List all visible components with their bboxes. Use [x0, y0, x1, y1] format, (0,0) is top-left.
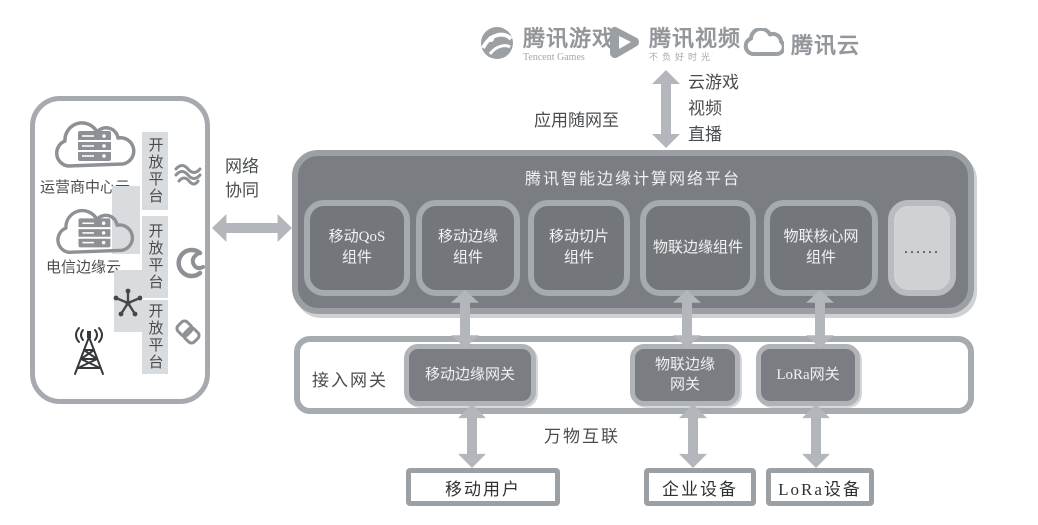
operator-central-cloud-label: 运营商中心云 [40, 180, 131, 196]
tencent-games-logo: 腾讯游戏 Tencent Games [478, 24, 615, 67]
network-hub-icon [111, 286, 145, 325]
component-iot-edge: 物联边缘组件 [640, 200, 756, 296]
cloud-services-list: 云游戏 视频 直播 [688, 70, 739, 148]
tencent-cloud-icon [742, 26, 786, 63]
network-collaboration-label: 网络 协同 [225, 157, 259, 200]
gateway-iot-edge: 物联边缘 网关 [630, 344, 740, 406]
access-gateway-label: 接入网关 [312, 371, 388, 390]
open-platform-strip: 开放平台 [142, 300, 168, 374]
china-mobile-icon [172, 158, 204, 195]
arrow-mobile-users-icon [458, 404, 486, 468]
component-mobile-edge: 移动边缘 组件 [416, 200, 520, 296]
telecom-edge-cloud-label: 电信边缘云 [46, 260, 122, 276]
access-gateway-bar: 接入网关 移动边缘网关 物联边缘 网关 LoRa网关 [294, 336, 974, 414]
gateway-lora: LoRa网关 [756, 344, 860, 406]
arrow-iot-edge-link-icon [673, 290, 701, 348]
arrow-lora-devices-icon [802, 404, 830, 468]
iot-everything-label: 万物互联 [544, 427, 620, 446]
device-enterprise: 企业设备 [644, 468, 756, 506]
logo-title: 腾讯云 [791, 32, 861, 58]
device-mobile-users: 移动用户 [406, 468, 560, 506]
device-lora: LoRa设备 [766, 468, 874, 506]
service-item: 视频 [688, 99, 722, 118]
arrow-carrier-platform-icon [212, 214, 292, 242]
component-more: ...... [888, 200, 956, 296]
cloud-server-icon [48, 202, 138, 265]
radio-tower-icon [66, 326, 112, 381]
tencent-video-logo: 腾讯视频 不负好时光 [606, 24, 741, 65]
gateway-mobile-edge: 移动边缘网关 [404, 344, 536, 406]
component-mobile-qos: 移动QoS 组件 [304, 200, 410, 296]
logo-subtitle: Tencent Games [523, 52, 585, 63]
logo-title: 腾讯游戏 [523, 26, 616, 51]
logo-subtitle: 不负好时光 [649, 51, 715, 62]
arrow-lora-link-icon [806, 290, 834, 348]
tencent-cloud-logo: 腾讯云 [742, 26, 861, 63]
china-unicom-icon [172, 316, 204, 353]
cloud-server-icon [48, 114, 138, 179]
open-platform-strip: 开放平台 [142, 132, 168, 210]
open-platform-strip: 开放平台 [142, 216, 168, 298]
carrier-cloud-panel: 运营商中心云 电信边缘云 [30, 96, 210, 404]
arrow-apps-platform-icon [652, 70, 680, 148]
app-follow-network-label: 应用随网至 [534, 111, 619, 130]
arrow-mobile-edge-link-icon [451, 290, 479, 348]
component-mobile-slicing: 移动切片 组件 [528, 200, 630, 296]
tencent-video-icon [606, 24, 642, 65]
service-item: 云游戏 [688, 73, 739, 92]
logo-title: 腾讯视频 [649, 25, 742, 51]
tencent-games-icon [478, 24, 516, 67]
service-item: 直播 [688, 125, 722, 144]
china-telecom-icon [172, 246, 206, 285]
component-iot-core-network: 物联核心网 组件 [764, 200, 878, 296]
platform-title: 腾讯智能边缘计算网络平台 [524, 171, 741, 188]
edge-computing-platform: 腾讯智能边缘计算网络平台 移动QoS 组件 移动边缘 组件 移动切片 组件 物联… [292, 150, 974, 314]
arrow-enterprise-devices-icon [679, 404, 707, 468]
